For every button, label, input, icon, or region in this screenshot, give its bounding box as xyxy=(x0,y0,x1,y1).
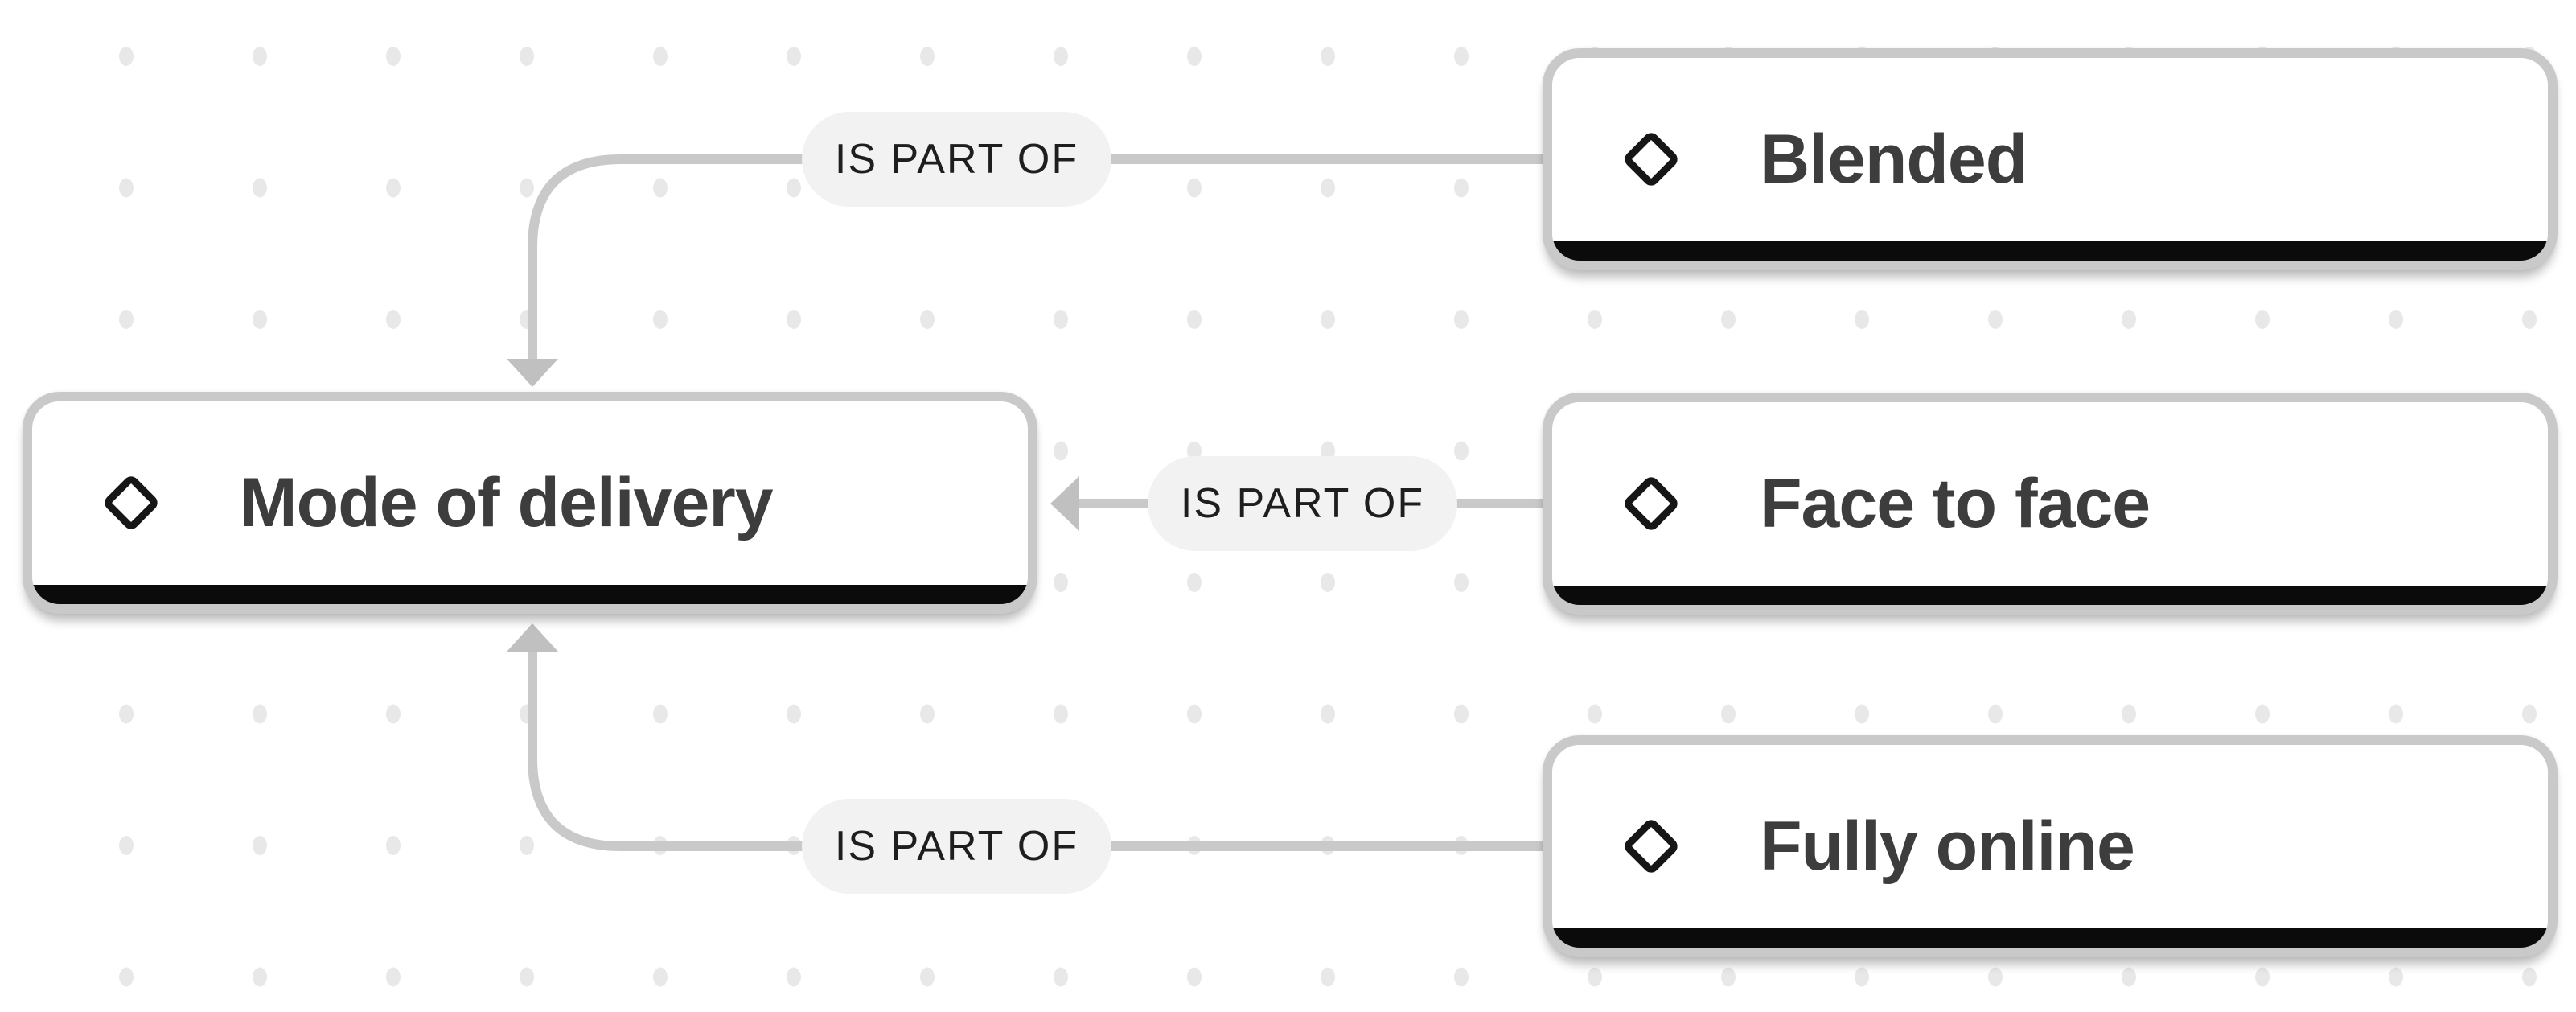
arrowhead-down-icon xyxy=(507,359,558,387)
node-fully-online[interactable]: Fully online xyxy=(1543,735,2558,957)
edge-fully-online-to-mode xyxy=(528,648,1543,851)
edge-label-fully-online[interactable]: IS PART OF xyxy=(802,799,1111,894)
diamond-icon xyxy=(1611,119,1691,200)
node-label: Mode of delivery xyxy=(240,463,774,541)
node-accent-bar xyxy=(1552,586,2548,605)
diamond-icon xyxy=(1611,806,1691,887)
diamond-icon xyxy=(1611,463,1691,544)
node-blended[interactable]: Blended xyxy=(1543,48,2558,270)
node-label: Fully online xyxy=(1760,807,2135,885)
node-accent-bar xyxy=(1552,928,2548,948)
arrowhead-up-icon xyxy=(507,623,558,652)
edge-blended-to-mode xyxy=(528,154,1543,362)
edge-label-blended[interactable]: IS PART OF xyxy=(802,112,1111,207)
arrowhead-left-icon xyxy=(1050,476,1079,531)
node-accent-bar xyxy=(1552,241,2548,261)
diamond-icon xyxy=(91,463,171,543)
node-mode-of-delivery[interactable]: Mode of delivery xyxy=(23,392,1037,614)
edge-label-face-to-face[interactable]: IS PART OF xyxy=(1148,456,1457,551)
node-accent-bar xyxy=(32,585,1028,604)
node-label: Blended xyxy=(1760,120,2028,198)
node-face-to-face[interactable]: Face to face xyxy=(1543,393,2558,615)
node-label: Face to face xyxy=(1760,464,2151,542)
